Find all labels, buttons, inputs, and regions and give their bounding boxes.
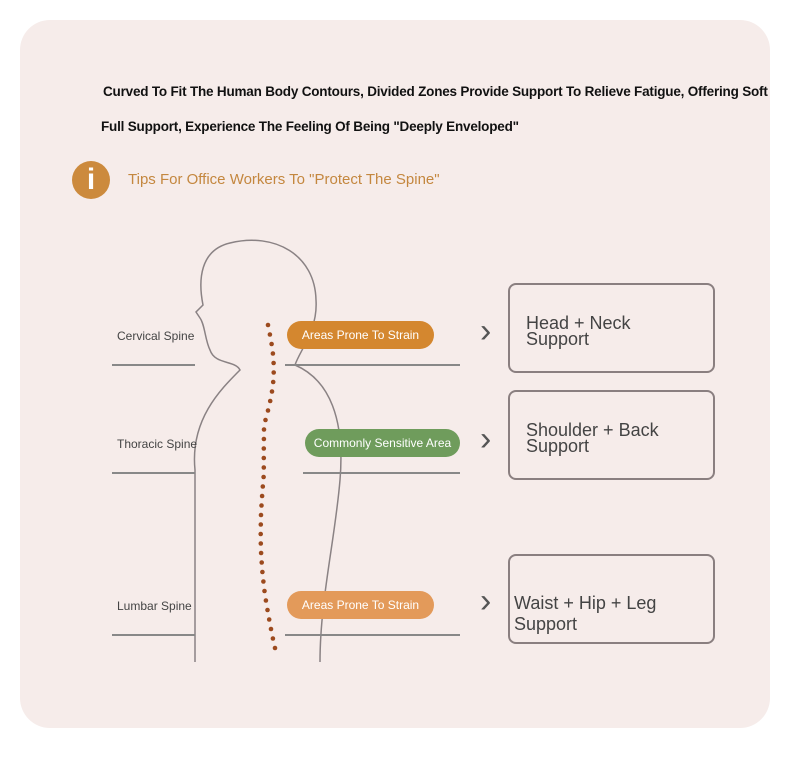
divider <box>112 364 195 366</box>
vertebra-dot <box>265 408 271 413</box>
vertebra-dot <box>269 389 275 394</box>
intro-line-1: Curved To Fit The Human Body Contours, D… <box>103 84 768 99</box>
support-box: Head + Neck Support <box>508 283 715 373</box>
vertebra-dot <box>261 579 266 584</box>
support-title: Head + Neck <box>526 313 631 333</box>
zone-pill: Areas Prone To Strain <box>287 321 434 349</box>
tip-heading: Tips For Office Workers To "Protect The … <box>128 171 440 188</box>
divider <box>285 634 460 636</box>
vertebra-dot <box>260 484 266 489</box>
vertebra-dot <box>263 598 269 603</box>
vertebra-dot <box>259 493 265 499</box>
support-title: Waist + Hip + Leg Support <box>514 593 657 634</box>
divider <box>303 472 460 474</box>
vertebra-dot <box>271 360 276 366</box>
support-subtitle: Support <box>526 329 590 349</box>
vertebra-dot <box>258 531 264 537</box>
vertebra-dot <box>263 417 268 423</box>
divider <box>112 472 195 474</box>
chevron-right-icon: › <box>480 582 492 620</box>
zone-pill: Commonly Sensitive Area <box>305 429 460 457</box>
vertebra-dot <box>261 436 267 442</box>
divider <box>112 634 195 636</box>
intro-line-2: Full Support, Experience The Feeling Of … <box>101 119 519 134</box>
support-box: Waist + Hip + Leg Support <box>508 554 715 644</box>
support-subtitle: Support <box>526 436 590 456</box>
vertebra-dot <box>258 522 264 527</box>
vertebra-dot <box>259 503 264 508</box>
vertebra-dot <box>261 455 267 461</box>
vertebra-dot <box>261 474 266 480</box>
vertebra-dot <box>265 607 270 613</box>
vertebra-dot <box>259 560 265 565</box>
chevron-right-icon: › <box>480 420 492 458</box>
support-title: Shoulder + Back <box>526 420 659 440</box>
vertebra-dot <box>261 465 267 470</box>
vertebra-dot <box>260 569 265 575</box>
vertebra-dot <box>261 446 267 451</box>
vertebra-dot <box>258 550 264 556</box>
vertebra-dot <box>268 626 274 632</box>
vertebra-dot <box>270 379 276 385</box>
vertebra-dot <box>262 588 267 594</box>
vertebra-dot <box>267 332 273 337</box>
vertebra-dot <box>270 351 276 356</box>
vertebra-dot <box>270 636 276 641</box>
vertebra-dot <box>265 322 271 328</box>
chevron-right-icon: › <box>480 312 492 350</box>
vertebra-dot <box>266 617 272 622</box>
support-box: Shoulder + Back Support <box>508 390 715 480</box>
vertebra-dot <box>271 370 277 375</box>
vertebra-dot <box>258 512 264 518</box>
divider <box>285 364 460 366</box>
vertebra-dot <box>269 341 274 347</box>
vertebra-dot <box>258 541 264 546</box>
vertebra-dot <box>267 398 273 404</box>
zone-label: Thoracic Spine <box>117 437 198 451</box>
vertebra-dot <box>272 645 278 651</box>
info-icon: i <box>72 161 110 199</box>
zone-label: Lumbar Spine <box>117 599 192 613</box>
zone-label: Cervical Spine <box>117 329 195 343</box>
vertebra-dot <box>261 427 267 432</box>
zone-pill: Areas Prone To Strain <box>287 591 434 619</box>
